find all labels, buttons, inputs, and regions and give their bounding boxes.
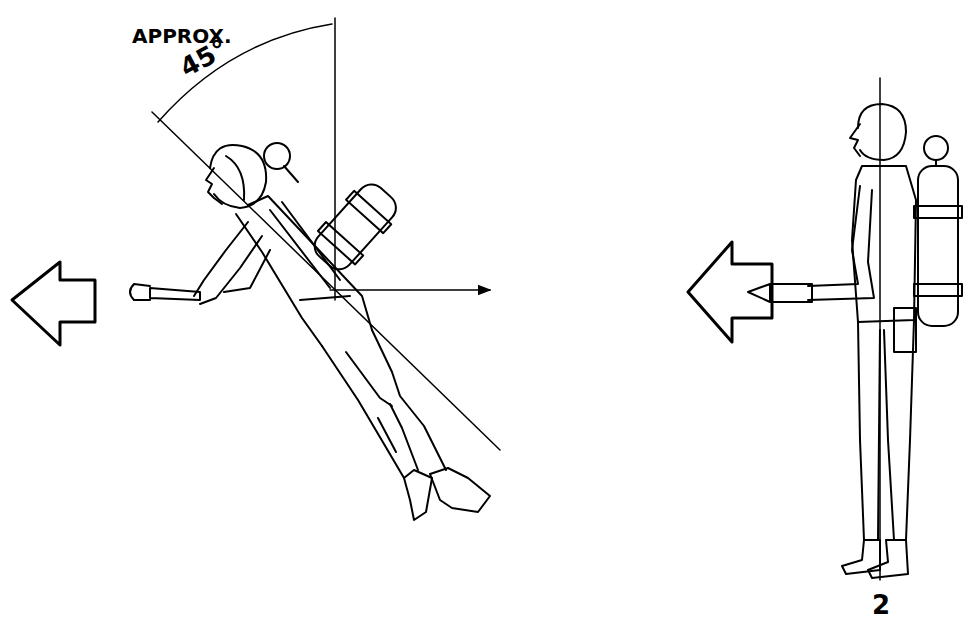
direction-arrow xyxy=(12,262,95,345)
figure-number: 2 xyxy=(872,592,890,618)
leg xyxy=(858,320,914,540)
boot xyxy=(404,470,432,520)
tank-sphere xyxy=(264,143,290,169)
face xyxy=(850,124,860,156)
hand-controller xyxy=(130,284,200,300)
thrust-line xyxy=(330,289,490,291)
helmet xyxy=(858,104,906,160)
tank-valve xyxy=(284,166,298,182)
tank-sphere xyxy=(924,136,948,160)
direction-arrow xyxy=(688,242,772,342)
leg xyxy=(378,404,418,470)
arm xyxy=(808,186,874,300)
boot xyxy=(430,468,490,512)
vertical-reference-line xyxy=(334,18,336,300)
torso xyxy=(236,196,372,346)
face xyxy=(206,168,222,204)
standing-figure xyxy=(748,78,962,580)
helmet-rim xyxy=(226,156,244,200)
propellant-tank xyxy=(309,179,402,275)
leaning-figure xyxy=(130,143,490,520)
tank-bracket xyxy=(346,191,391,233)
boot xyxy=(842,540,880,574)
propellant-tank xyxy=(918,166,958,326)
leg xyxy=(322,330,446,478)
harness-strap xyxy=(270,202,350,300)
body-axis-line xyxy=(152,112,500,450)
forearm xyxy=(224,250,270,292)
hand-controller xyxy=(748,284,812,302)
helmet xyxy=(210,145,266,208)
tank-bracket xyxy=(914,206,962,218)
boot xyxy=(868,540,908,578)
tank-bracket xyxy=(914,284,962,296)
